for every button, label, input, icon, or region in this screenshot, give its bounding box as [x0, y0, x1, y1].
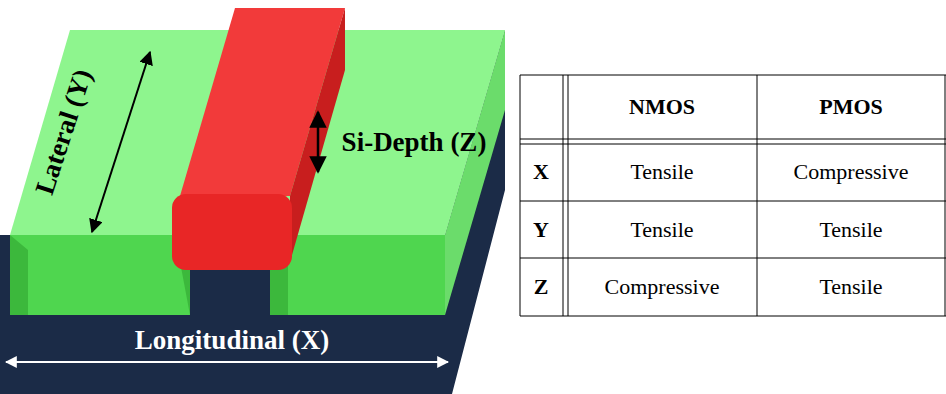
table-cell: Tensile — [630, 161, 693, 183]
table-cell: Tensile — [630, 219, 693, 241]
gate-side — [290, 8, 345, 262]
depth-arrow — [317, 112, 320, 172]
drain-front — [270, 235, 445, 315]
table-cell: Compressive — [605, 276, 720, 298]
table-grid — [520, 75, 946, 316]
axis-label: Si-Depth (Z) — [342, 129, 487, 156]
table-row-header: Y — [533, 219, 549, 241]
axis-label: Longitudinal (X) — [135, 327, 329, 354]
table-row-header: X — [533, 161, 549, 183]
source-front — [10, 235, 190, 315]
table-cell: Tensile — [819, 276, 882, 298]
drain-side — [445, 30, 505, 315]
table-header: PMOS — [819, 96, 883, 118]
source-bevel-left — [10, 235, 28, 315]
longitudinal-arrow — [6, 361, 448, 363]
table-cell: Tensile — [819, 219, 882, 241]
table-header: NMOS — [629, 96, 695, 118]
gate-front — [172, 194, 292, 270]
table-row-header: Z — [534, 276, 549, 298]
table-cell: Compressive — [794, 161, 909, 183]
lateral-arrow — [92, 52, 150, 232]
